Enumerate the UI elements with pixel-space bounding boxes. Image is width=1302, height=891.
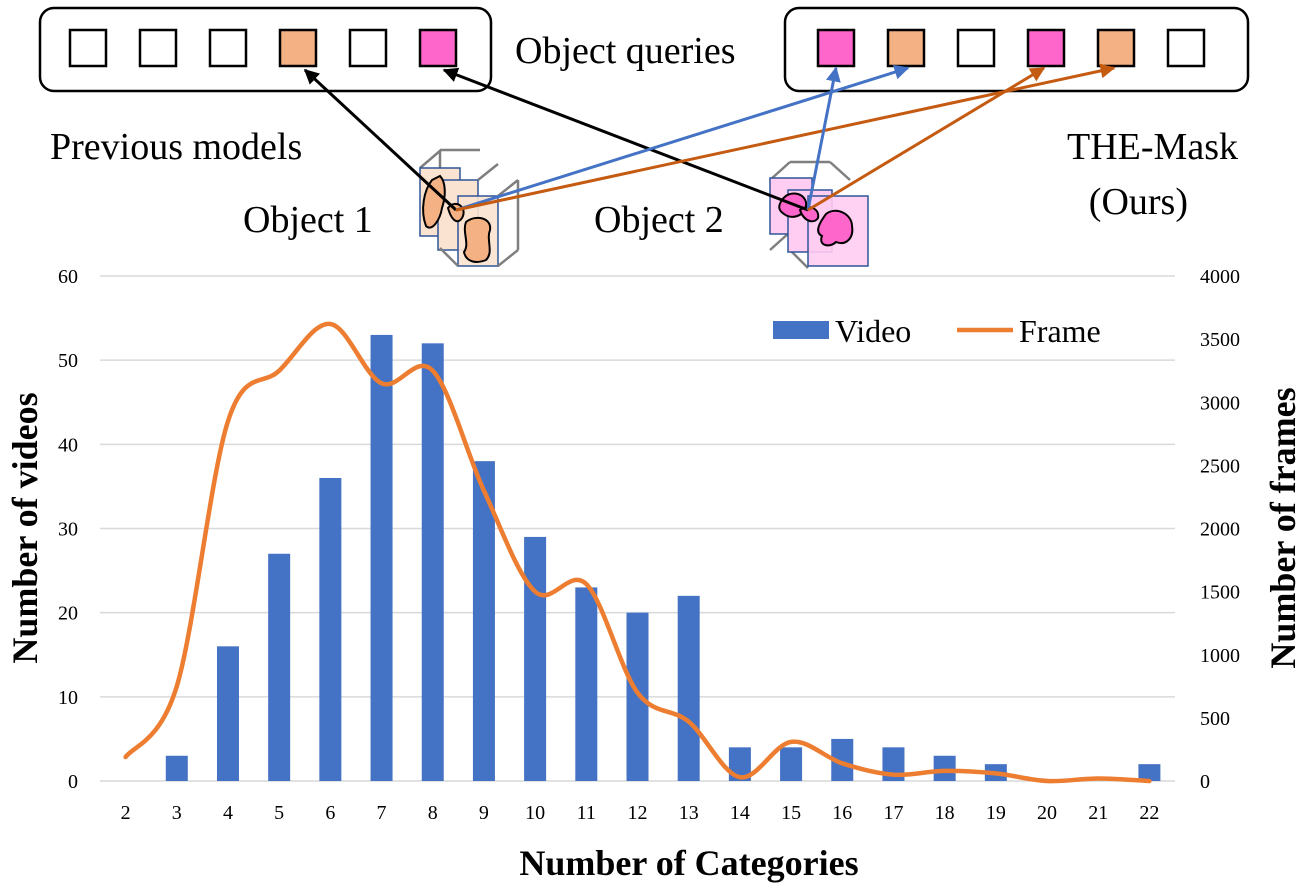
video-bar: [421, 343, 444, 781]
video-bar: [575, 587, 598, 781]
legend: Video Frame: [773, 313, 1101, 349]
ours-query-6: [1166, 28, 1206, 68]
previous-query-squares: [68, 28, 458, 68]
video-bar: [165, 755, 188, 781]
x-tick-label: 9: [479, 802, 489, 824]
x-tick-label: 2: [121, 802, 131, 824]
video-bar: [472, 461, 495, 781]
object2-video-cube: [769, 160, 869, 269]
y2-tick-label: 2000: [1200, 519, 1240, 541]
legend-video-swatch: [773, 321, 829, 339]
x-tick-label: 12: [628, 802, 648, 824]
video-bar: [370, 334, 393, 781]
x-tick-label: 11: [577, 802, 596, 824]
y-tick-label: 30: [58, 519, 78, 541]
previous-query-2: [138, 28, 178, 68]
video-bar: [524, 536, 547, 781]
y2-axis-title: Number of frames: [1263, 387, 1302, 668]
y2-tick-label: 1000: [1200, 645, 1240, 667]
ours-query-squares: [816, 28, 1206, 68]
previous-query-6: [418, 28, 458, 68]
video-bar: [933, 755, 956, 781]
ours-query-4: [1026, 28, 1066, 68]
ours-arrow-object2-a: [806, 66, 841, 211]
x-tick-label: 7: [377, 802, 387, 824]
x-tick-label: 3: [172, 802, 182, 824]
y-tick-label: 10: [58, 687, 78, 709]
ours-query-1: [816, 28, 856, 68]
x-tick-label: 10: [525, 802, 545, 824]
frame-series-line: [123, 321, 1152, 784]
previous-arrow-object2: [442, 67, 809, 212]
previous-models-label: Previous models: [50, 126, 302, 168]
video-bar: [268, 553, 291, 781]
x-tick-label: 5: [274, 802, 284, 824]
y-tick-label: 0: [68, 771, 78, 793]
ours-label-line2: (Ours): [1089, 181, 1188, 223]
right-axis-ticks: 0 500 1000 1500 2000 2500 3000 3500 4000: [1200, 266, 1240, 793]
ours-query-2: [886, 28, 926, 68]
ours-label-line1: THE-Mask: [1067, 126, 1238, 168]
video-bar: [626, 612, 649, 781]
x-axis-title: Number of Categories: [519, 843, 858, 883]
object-queries-label: Object queries: [515, 30, 736, 72]
video-bar: [216, 646, 239, 781]
y2-tick-label: 0: [1200, 771, 1210, 793]
x-tick-label: 15: [781, 802, 801, 824]
x-tick-label: 13: [679, 802, 699, 824]
previous-query-3: [208, 28, 248, 68]
video-bar: [677, 595, 700, 781]
y-tick-label: 50: [58, 350, 78, 372]
query-diagram: Object queries Previous models THE-Mask …: [38, 6, 1250, 269]
video-bar: [780, 747, 803, 781]
left-axis-ticks: 0 10 20 30 40 50 60: [58, 266, 78, 793]
legend-frame-label: Frame: [1019, 313, 1101, 349]
legend-video-label: Video: [835, 313, 911, 349]
y2-tick-label: 3000: [1200, 392, 1240, 414]
x-tick-label: 4: [223, 802, 233, 824]
ours-arrow-object2-b: [807, 66, 1046, 212]
previous-query-1: [68, 28, 108, 68]
y-tick-label: 20: [58, 603, 78, 625]
x-tick-label: 6: [325, 802, 335, 824]
x-tick-label: 8: [428, 802, 438, 824]
previous-arrow-object1: [303, 68, 458, 212]
x-tick-label: 19: [986, 802, 1006, 824]
video-bar: [1138, 764, 1161, 781]
y2-tick-label: 3500: [1200, 329, 1240, 351]
object2-label: Object 2: [594, 199, 724, 241]
y-tick-label: 40: [58, 434, 78, 456]
video-bars: [165, 334, 1161, 781]
previous-query-5: [348, 28, 388, 68]
ours-query-5: [1096, 28, 1136, 68]
video-bar: [319, 478, 342, 781]
video-bar: [831, 738, 854, 781]
y2-tick-label: 500: [1200, 708, 1230, 730]
x-tick-label: 21: [1088, 802, 1108, 824]
object1-video-cube: [419, 148, 520, 267]
y2-tick-label: 1500: [1200, 582, 1240, 604]
y-tick-label: 60: [58, 266, 78, 288]
x-tick-label: 16: [832, 802, 852, 824]
object1-label: Object 1: [243, 199, 373, 241]
y2-tick-label: 4000: [1200, 266, 1240, 288]
previous-query-4: [278, 28, 318, 68]
x-tick-label: 14: [730, 802, 750, 824]
y-axis-title: Number of videos: [5, 392, 45, 663]
ours-arrow-object1-a: [455, 64, 910, 212]
x-tick-label: 18: [935, 802, 955, 824]
x-tick-label: 17: [883, 802, 903, 824]
x-tick-label: 22: [1139, 802, 1159, 824]
y2-tick-label: 2500: [1200, 455, 1240, 477]
x-axis-ticks: 2 3 4 5 6 7 8 9 10 11 12 13 14 15 16 17 18 19 20 21 22: [121, 802, 1160, 824]
ours-query-3: [956, 28, 996, 68]
x-tick-label: 20: [1037, 802, 1057, 824]
